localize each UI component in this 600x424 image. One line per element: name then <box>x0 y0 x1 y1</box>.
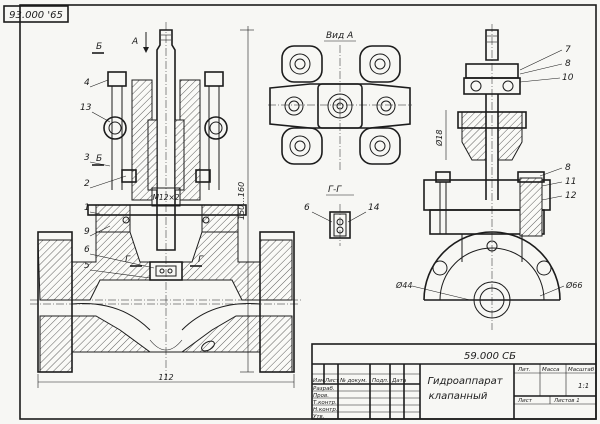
leader-item: 1 <box>84 203 101 215</box>
section-leader-14: 14 <box>368 203 380 213</box>
stamp-code: 93.000 '65 <box>9 10 63 21</box>
dim-d44: Ø44 <box>395 280 412 290</box>
svg-text:Лист: Лист <box>324 378 340 384</box>
svg-text:Изм: Изм <box>313 378 324 384</box>
right-leader-labels: 7 8 10 8 11 12 <box>519 45 577 201</box>
svg-text:12: 12 <box>565 191 577 201</box>
section-label: Г-Г <box>328 185 342 195</box>
svg-text:Пров.: Пров. <box>313 393 329 399</box>
cut-b-top-label: Б <box>96 42 102 52</box>
leader-item: 2 <box>84 175 127 189</box>
view-a: Вид А <box>268 31 412 170</box>
svg-text:6: 6 <box>84 245 90 255</box>
svg-text:11: 11 <box>565 177 576 187</box>
svg-text:Н.контр.: Н.контр. <box>313 407 338 413</box>
height-dimension: 150...160 <box>237 182 246 220</box>
svg-text:1: 1 <box>84 203 90 213</box>
svg-text:Масса: Масса <box>542 367 560 373</box>
svg-text:Дата: Дата <box>391 378 407 384</box>
leader-item: 11 <box>541 177 576 187</box>
svg-text:8: 8 <box>565 163 571 173</box>
svg-text:Лист: Лист <box>517 398 533 404</box>
svg-text:10: 10 <box>562 73 574 83</box>
drawing-code: 59.000 СБ <box>464 351 516 362</box>
leader-item: 6 <box>84 245 155 269</box>
svg-text:Подп.: Подп. <box>372 378 389 384</box>
leader-item: 8 <box>519 59 571 75</box>
arrow-a-label: А <box>131 37 138 47</box>
leader-item: 4 <box>84 78 109 88</box>
leader-item: 8 <box>539 163 571 177</box>
thread-dimension: М12×2 <box>152 193 179 202</box>
svg-text:13: 13 <box>80 103 92 113</box>
svg-text:4: 4 <box>84 78 90 88</box>
svg-text:3: 3 <box>84 153 90 163</box>
product-name-line2: клапанный <box>429 391 488 402</box>
title-block: 59.000 СБ Изм Лист № докум. Подп. Дата Р… <box>311 343 597 420</box>
leader-item: 5 <box>84 261 151 279</box>
svg-text:7: 7 <box>565 45 571 55</box>
leader-item: 3 <box>84 153 111 167</box>
svg-text:№ докум.: № докум. <box>339 378 367 384</box>
svg-text:Лит.: Лит. <box>517 367 531 373</box>
svg-text:Утв.: Утв. <box>313 414 325 420</box>
svg-text:Т.контр.: Т.контр. <box>313 400 337 406</box>
side-view: Ø18 Ø44 Ø66 <box>395 24 582 330</box>
section-g-g: Г-Г 6 14 <box>304 185 380 246</box>
leader-item: 10 <box>519 73 574 83</box>
stamp-box: 93.000 '65 <box>3 5 69 23</box>
leader-item: 9 <box>84 225 111 237</box>
svg-text:2: 2 <box>84 179 90 189</box>
svg-text:9: 9 <box>84 227 90 237</box>
svg-text:8: 8 <box>565 59 571 69</box>
svg-text:Масштаб: Масштаб <box>568 367 595 373</box>
svg-text:Листов 1: Листов 1 <box>553 398 580 404</box>
width-dimension: 112 <box>158 373 173 382</box>
leader-item: 7 <box>519 45 571 71</box>
svg-text:5: 5 <box>84 261 90 271</box>
scale-value: 1:1 <box>578 382 589 390</box>
leader-item: 13 <box>80 103 111 123</box>
cut-g-right-label: Г <box>198 255 204 265</box>
leader-item: 12 <box>541 191 577 201</box>
section-leader-6: 6 <box>304 203 310 213</box>
cut-g-left-label: Г <box>125 255 131 265</box>
product-name-line1: Гидроаппарат <box>427 376 503 387</box>
svg-text:Разраб.: Разраб. <box>313 386 335 392</box>
cut-b-bottom-label: Б <box>96 154 102 164</box>
view-a-label: Вид А <box>326 31 353 41</box>
drawing-frame <box>19 4 597 420</box>
dim-d66: Ø66 <box>565 280 582 290</box>
front-section-view: М12×2 Б Б А Г Г <box>30 22 302 388</box>
dim-d18: Ø18 <box>434 130 444 147</box>
left-leader-labels: 4 13 3 2 1 9 6 5 <box>80 78 155 279</box>
